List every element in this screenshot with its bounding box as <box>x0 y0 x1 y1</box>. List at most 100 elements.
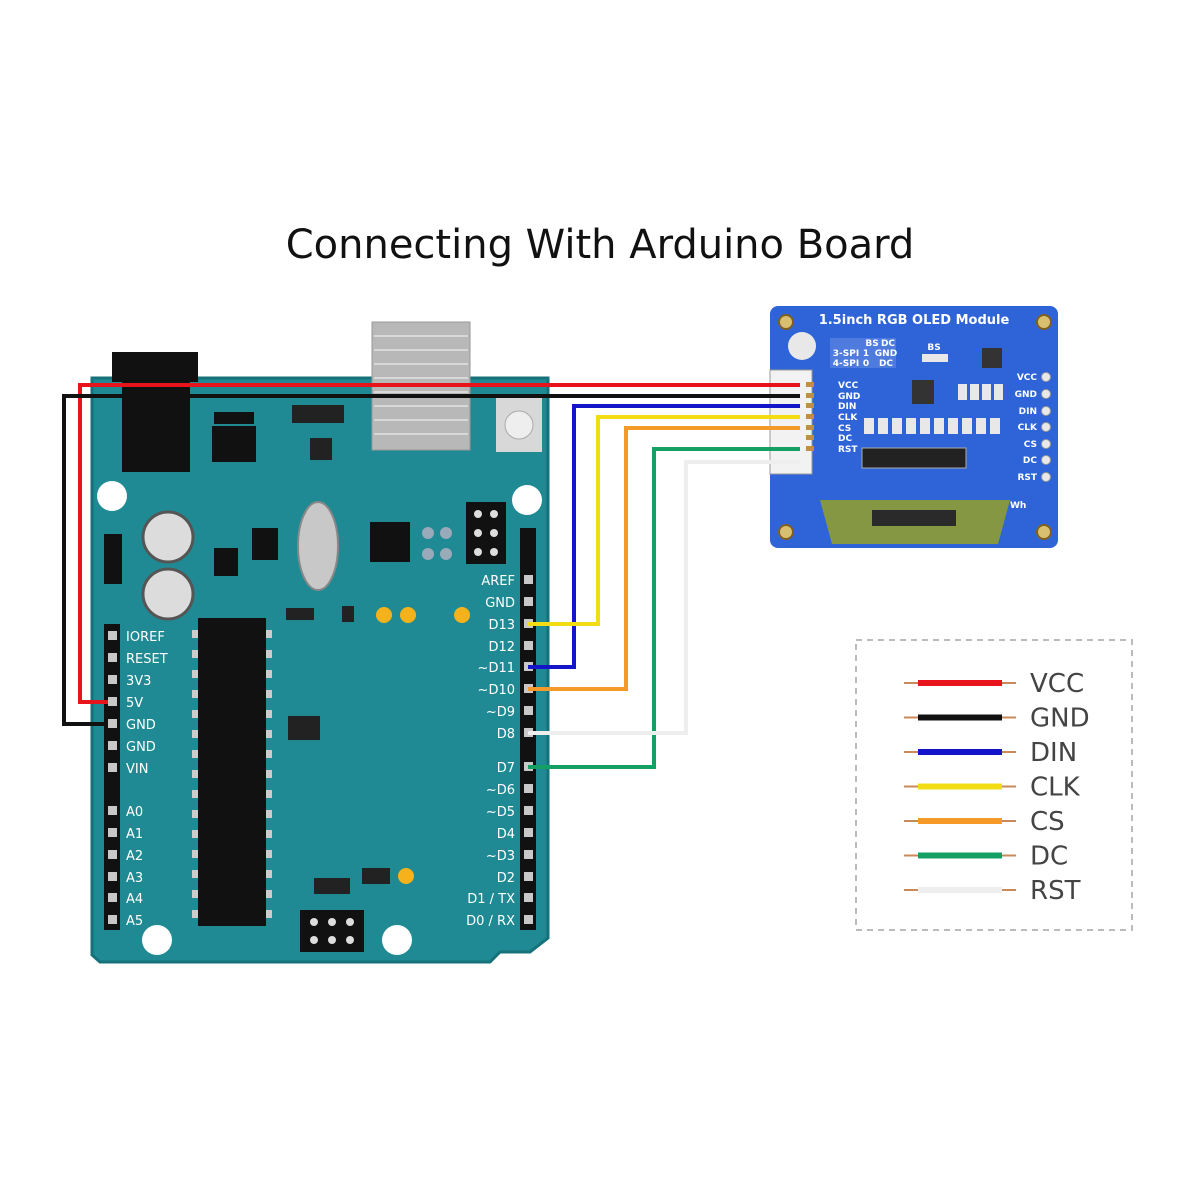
left-pin-label: GND <box>126 740 156 755</box>
header-pin <box>108 741 117 750</box>
mounting-hole <box>142 925 172 955</box>
wire-gnd <box>62 394 800 726</box>
wire-dc <box>528 447 800 769</box>
connector-label: VCC <box>838 381 859 391</box>
mode-table-cell: DC <box>881 339 895 349</box>
right-pin-label: ~D6 <box>486 783 515 798</box>
smd-component <box>104 534 122 584</box>
header-pin <box>1041 422 1051 432</box>
right-pin-label: ~D9 <box>486 705 515 720</box>
mounting-hole <box>97 481 127 511</box>
header-pin <box>524 828 533 837</box>
right-pin-label: ~D5 <box>486 805 515 820</box>
icsp-header-pins <box>474 510 498 556</box>
header-pin <box>108 631 117 640</box>
chip-pin <box>266 650 272 658</box>
chip-pin <box>192 790 198 798</box>
oled-module: 1.5inch RGB OLED Module BS DC 3-SPI 1 GN… <box>769 306 1058 548</box>
right-pin-label: D12 <box>488 640 515 655</box>
voltage-regulator-body <box>212 426 256 462</box>
right-pin-label: AREF <box>481 574 515 589</box>
header-pin <box>1041 406 1051 416</box>
legend-frame <box>855 639 1133 931</box>
connector-pin <box>806 382 814 387</box>
chip-pin <box>192 750 198 758</box>
chip-pin <box>192 690 198 698</box>
header-pin <box>1041 472 1051 482</box>
header-label: RST <box>1017 473 1037 483</box>
mode-table-cell: 3-SPI <box>833 349 859 359</box>
resistor <box>990 418 1000 434</box>
header-pin <box>1041 439 1051 449</box>
left-pin-label: RESET <box>126 652 168 667</box>
oled-connector <box>769 369 813 475</box>
mounting-hole <box>1036 314 1052 330</box>
right-pin-label: ~D11 <box>478 661 515 676</box>
header-pin <box>1041 372 1051 382</box>
chip-pin <box>266 710 272 718</box>
header-pin <box>524 575 533 584</box>
icsp-header <box>466 502 506 564</box>
chip-pin <box>192 770 198 778</box>
resistor <box>892 418 902 434</box>
header-label: VCC <box>1017 373 1038 383</box>
header-pin <box>108 675 117 684</box>
header-pin <box>108 893 117 902</box>
legend-label: DIN <box>1030 738 1077 768</box>
wire-din <box>528 404 800 669</box>
icsp-header <box>300 910 364 952</box>
chip-pin <box>192 890 198 898</box>
left-pin-header <box>104 624 120 930</box>
connector-pin <box>806 446 814 451</box>
chip-pin <box>192 850 198 858</box>
diagram-title: Connecting With Arduino Board <box>285 222 915 268</box>
oled-logo <box>788 332 816 360</box>
header-pin <box>524 641 533 650</box>
resistor <box>962 418 972 434</box>
power-jack <box>112 352 198 382</box>
legend-label: DC <box>1030 842 1068 872</box>
chip-pin <box>192 630 198 638</box>
resistor <box>976 418 986 434</box>
legend-label: VCC <box>1030 669 1084 699</box>
chip-pin <box>266 750 272 758</box>
mounting-hole <box>778 314 794 330</box>
bs-jumper-label: BS <box>927 343 940 353</box>
resistor <box>994 384 1003 400</box>
right-pin-label: D1 / TX <box>467 892 515 907</box>
chip-pin <box>192 650 198 658</box>
connector-label: RST <box>838 445 858 455</box>
header-pin <box>108 763 117 772</box>
right-pin-label: D13 <box>488 618 515 633</box>
chip-pin <box>266 910 272 918</box>
resistor <box>920 418 930 434</box>
left-pin-label: A0 <box>126 805 143 820</box>
right-pin-label: GND <box>485 596 515 611</box>
wire-rst <box>528 460 800 735</box>
legend-label: CLK <box>1030 773 1081 803</box>
led <box>398 868 414 884</box>
header-pin <box>108 828 117 837</box>
chip-pins <box>192 630 272 918</box>
connector-label: DC <box>838 434 852 444</box>
header-pin <box>524 806 533 815</box>
mounting-hole <box>512 485 542 515</box>
header-pin <box>108 653 117 662</box>
connector-pin <box>806 393 814 398</box>
header-pin <box>108 719 117 728</box>
legend-label: CS <box>1030 807 1065 837</box>
chip-pin <box>266 770 272 778</box>
chip-pin <box>192 910 198 918</box>
left-pin-label: A5 <box>126 914 143 929</box>
mode-table-cell: DC <box>879 359 893 369</box>
chip-pin <box>266 870 272 878</box>
header-pin <box>524 915 533 924</box>
left-pin-label: A2 <box>126 849 143 864</box>
led <box>376 607 392 623</box>
oled-chip <box>982 348 1002 368</box>
mounting-hole <box>1036 524 1052 540</box>
